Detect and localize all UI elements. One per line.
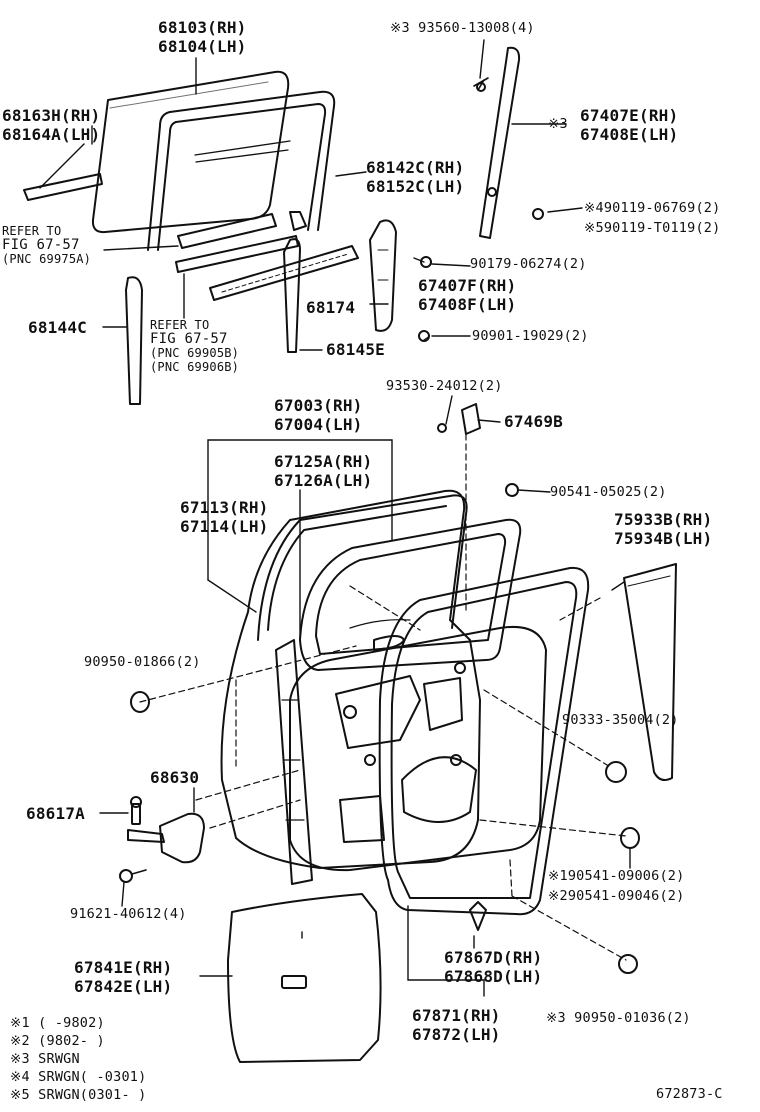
refer-line: (PNC 69905B) <box>150 346 240 360</box>
label-90541-09046[interactable]: ※290541-09046(2) <box>548 888 685 904</box>
part-number-lh: 67004(LH) <box>274 415 363 434</box>
label-90119-06769[interactable]: ※490119-06769(2) <box>584 200 721 216</box>
part-number-rh: 67125A(RH) <box>274 452 373 471</box>
opening-weatherstrip <box>378 566 590 916</box>
part-number-rh: 68163H(RH) <box>2 106 101 125</box>
part-number-lh: 67114(LH) <box>180 517 269 536</box>
label-67469b[interactable]: 67469B <box>504 412 563 431</box>
part-number-rh: 67871(RH) <box>412 1006 501 1025</box>
label-68103[interactable]: 68103(RH) 68104(LH) <box>158 18 247 56</box>
diagram-id: 672873-C <box>656 1086 723 1102</box>
part-number-lh: 68164A(LH) <box>2 125 101 144</box>
part-number-rh: 67003(RH) <box>274 396 363 415</box>
label-93530[interactable]: 93530-24012(2) <box>386 378 503 394</box>
pillar-garnish <box>623 563 677 781</box>
part-number-rh: 75933B(RH) <box>614 510 713 529</box>
label-68174[interactable]: 68174 <box>306 298 356 317</box>
footnote: ※4 SRWGN( -0301) <box>10 1069 147 1085</box>
part-number-lh: 67872(LH) <box>412 1025 501 1044</box>
window-frame-inner <box>299 518 522 671</box>
label-67871[interactable]: 67871(RH) 67872(LH) <box>412 1006 501 1044</box>
footnote: ※3 SRWGN <box>10 1051 80 1067</box>
door-outer-panel <box>220 489 481 869</box>
label-90119-t0119[interactable]: ※590119-T0119(2) <box>584 220 721 236</box>
glass-run-channel <box>169 90 336 231</box>
label-90541-05025[interactable]: 90541-05025(2) <box>550 484 667 500</box>
label-67867d[interactable]: 67867D(RH) 67868D(LH) <box>444 948 542 986</box>
refer-line: REFER TO <box>150 318 210 332</box>
footnote: ※1 ( -9802) <box>10 1015 105 1031</box>
part-number-lh: 67868D(LH) <box>444 967 543 986</box>
frame-moulding-upper <box>479 46 521 239</box>
part-number-lh: 67408E(LH) <box>580 125 679 144</box>
label-68144c[interactable]: 68144C <box>28 318 87 337</box>
footnotes: ※1 ( -9802) ※2 (9802- ) ※3 SRWGN ※4 SRWG… <box>10 1014 146 1104</box>
part-number-rh: 67113(RH) <box>180 498 269 517</box>
refer-line: (PNC 69906B) <box>150 360 240 374</box>
division-bar-rear <box>283 238 301 353</box>
refer-line: FIG 67-57 <box>2 237 80 253</box>
label-91621[interactable]: 91621-40612(4) <box>70 906 187 922</box>
service-hole-cover <box>227 893 382 1063</box>
part-number-rh: 67867D(RH) <box>444 948 543 967</box>
label-67113[interactable]: 67113(RH) 67114(LH) <box>180 498 269 536</box>
part-number-lh: 67408F(LH) <box>418 295 517 314</box>
part-number-lh: 67126A(LH) <box>274 471 373 490</box>
label-90950-01866[interactable]: 90950-01866(2) <box>84 654 201 670</box>
label-68142c[interactable]: 68142C(RH) 68152C(LH) <box>366 158 464 196</box>
door-glass <box>91 70 290 234</box>
footnote: ※5 SRWGN(0301- ) <box>10 1087 147 1103</box>
label-67407f[interactable]: 67407F(RH) 67408F(LH) <box>418 276 516 314</box>
label-90179[interactable]: 90179-06274(2) <box>470 256 587 272</box>
refer-line: REFER TO <box>2 224 62 238</box>
label-90901[interactable]: 90901-19029(2) <box>472 328 589 344</box>
label-67125a[interactable]: 67125A(RH) 67126A(LH) <box>274 452 372 490</box>
belt-moulding <box>209 245 359 301</box>
label-93560[interactable]: ※3 93560-13008(4) <box>390 20 535 36</box>
refer-note-b: REFER TO FIG 67-57 (PNC 69905B) (PNC 699… <box>150 318 239 374</box>
part-number-rh: 67407F(RH) <box>418 276 517 295</box>
door-hinge <box>159 812 205 864</box>
label-68145e[interactable]: 68145E <box>326 340 385 359</box>
label-90333[interactable]: 90333-35004(2) <box>562 712 679 728</box>
refer-note-a: REFER TO FIG 67-57 (PNC 69975A) <box>2 224 91 266</box>
part-number-lh: 68152C(LH) <box>366 177 465 196</box>
division-bar-left <box>125 276 143 405</box>
part-number-rh: 67841E(RH) <box>74 958 173 977</box>
footnote: ※2 (9802- ) <box>10 1033 105 1049</box>
label-67841e[interactable]: 67841E(RH) 67842E(LH) <box>74 958 172 996</box>
refer-line: FIG 67-57 <box>150 331 228 347</box>
label-67003[interactable]: 67003(RH) 67004(LH) <box>274 396 363 434</box>
label-67407e[interactable]: 67407E(RH) 67408E(LH) <box>580 106 678 144</box>
refer-line: (PNC 69975A) <box>2 252 92 266</box>
part-number-rh: 68103(RH) <box>158 18 247 37</box>
outer-weatherstrip <box>23 173 103 201</box>
part-number-lh: 68104(LH) <box>158 37 247 56</box>
label-90541-09006[interactable]: ※190541-09006(2) <box>548 868 685 884</box>
label-68630[interactable]: 68630 <box>150 768 200 787</box>
part-number-rh: 68142C(RH) <box>366 158 465 177</box>
frame-moulding-lower <box>369 219 397 332</box>
part-number-lh: 75934B(LH) <box>614 529 713 548</box>
label-68617a[interactable]: 68617A <box>26 804 85 823</box>
label-90950-01036[interactable]: ※3 90950-01036(2) <box>546 1010 691 1026</box>
label-67407e-mark: ※3 <box>548 116 568 132</box>
label-68163h[interactable]: 68163H(RH) 68164A(LH) <box>2 106 100 144</box>
door-frame-weatherstrip <box>257 494 468 641</box>
door-inner-panel <box>289 626 547 872</box>
part-number-rh: 67407E(RH) <box>580 106 679 125</box>
label-75933b[interactable]: 75933B(RH) 75934B(LH) <box>614 510 712 548</box>
part-number-lh: 67842E(LH) <box>74 977 173 996</box>
